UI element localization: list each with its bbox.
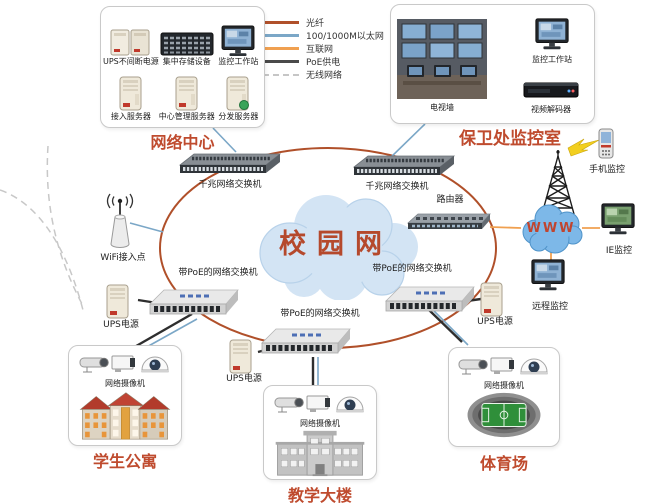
legend-row: 100/1000M以太网 [263, 29, 384, 42]
apartment-building-image [79, 391, 171, 440]
monitor-icon [531, 259, 565, 291]
camera-label: 网络摄像机 [105, 379, 145, 388]
campus-cloud-shape [259, 195, 418, 300]
stadium-title: 体育场 [479, 454, 528, 473]
teaching-building-panel: 网络摄像机 [263, 385, 377, 480]
server-tower-icon [175, 76, 198, 111]
poe-switch-icon [261, 328, 351, 354]
legend-line-sample [263, 34, 299, 37]
video-decoder-icon [523, 82, 579, 98]
legend-label: 无线网络 [306, 71, 343, 81]
monitor-icon [221, 25, 255, 57]
device-workstation: 监控工作站 [215, 12, 262, 67]
legend: 光纤 100/1000M以太网 互联网 PoE供电 无线网络 [263, 16, 384, 81]
camera-cluster-icon [274, 395, 364, 413]
camera-cluster-icon [458, 357, 548, 375]
campus-network-label: 校园网 [279, 229, 393, 260]
monitor-icon [535, 18, 569, 50]
network-center-title: 网络中心 [150, 133, 215, 152]
workstation-label: 监控工作站 [532, 55, 572, 64]
www-label: WWW [526, 221, 576, 236]
ie-monitor-label: IE监控 [605, 246, 633, 256]
legend-row: 无线网络 [263, 68, 384, 81]
device-storage: 集中存储设备 [159, 12, 215, 67]
school-building-image [275, 430, 365, 476]
camera-label: 网络摄像机 [300, 419, 340, 428]
legend-label: 光纤 [306, 19, 325, 29]
legend-line-sample [263, 73, 299, 76]
poe-switch-icon [149, 289, 239, 315]
ups-right-label: UPS电源 [477, 317, 513, 327]
device-label: 中心管理服务器 [158, 112, 215, 122]
legend-label: PoE供电 [306, 58, 341, 68]
ups-center-label: UPS电源 [226, 374, 262, 384]
legend-line-sample [263, 47, 299, 50]
network-center-panel: UPS不间断电源 集中存储设备 [100, 6, 265, 128]
cell-tower-icon [541, 150, 575, 215]
device-label: UPS不间断电源 [103, 57, 159, 67]
lightning-icon [567, 138, 600, 157]
www-cloud-shape [522, 204, 583, 254]
camera-label: 网络摄像机 [484, 381, 524, 390]
security-room-title: 保卫处监控室 [459, 129, 561, 149]
gigabit-switch-icon [352, 155, 456, 175]
device-access-server: 接入服务器 [103, 67, 159, 122]
gigabit-switch-right-label: 千兆网络交换机 [365, 182, 429, 192]
wireless-arcs [0, 145, 85, 315]
student-apartment-title: 学生公寓 [92, 452, 157, 471]
gigabit-switch-left-label: 千兆网络交换机 [198, 180, 262, 190]
tv-wall-image [397, 19, 487, 99]
router-label: 路由器 [436, 195, 464, 205]
decoder-label: 视频解码器 [531, 105, 571, 114]
storage-rack-icon [160, 32, 214, 56]
remote-monitor-label: 远程监控 [531, 302, 568, 312]
device-label: 集中存储设备 [162, 57, 211, 67]
security-room-panel: 电视墙 监控工作站 视频解码器 [390, 4, 595, 124]
server-tower-icon [226, 76, 250, 111]
legend-line-sample [263, 21, 299, 24]
teaching-building-title: 教学大楼 [287, 486, 352, 503]
tv-wall-label: 电视墙 [430, 103, 454, 112]
phone-monitor-label: 手机监控 [588, 165, 625, 175]
monitor-icon [601, 203, 635, 235]
stadium-panel: 网络摄像机 [448, 347, 560, 447]
legend-row: PoE供电 [263, 55, 384, 68]
camera-cluster-icon [79, 355, 169, 373]
wifi-ap-label: WiFi接入点 [100, 253, 146, 263]
device-mgmt-server: 中心管理服务器 [159, 67, 215, 122]
poe-switch-right-label: 带PoE的网络交换机 [372, 264, 452, 274]
legend-row: 光纤 [263, 16, 384, 29]
stadium-image [467, 392, 541, 437]
poe-switch-icon [385, 286, 475, 312]
router-icon [406, 213, 491, 229]
ups-pair-icon [110, 29, 150, 56]
student-apartment-panel: 网络摄像机 [68, 345, 182, 446]
legend-label: 互联网 [306, 45, 334, 55]
poe-switch-center-label: 带PoE的网络交换机 [280, 309, 360, 319]
legend-label: 100/1000M以太网 [306, 32, 384, 42]
wifi-ap-icon [106, 193, 134, 248]
ups-tower-icon [106, 284, 129, 319]
ups-tower-icon [480, 282, 503, 317]
server-tower-icon [119, 76, 142, 111]
ups-left-label: UPS电源 [103, 320, 139, 330]
device-label: 接入服务器 [110, 112, 151, 122]
legend-row: 互联网 [263, 42, 384, 55]
device-ups: UPS不间断电源 [103, 12, 159, 67]
device-label: 分发服务器 [218, 112, 259, 122]
device-label: 监控工作站 [218, 57, 259, 67]
legend-line-sample [263, 60, 299, 63]
ups-tower-icon [229, 339, 252, 374]
device-dist-server: 分发服务器 [215, 67, 262, 122]
gigabit-switch-icon [178, 153, 282, 173]
mobile-phone-icon [598, 128, 614, 159]
poe-switch-left-label: 带PoE的网络交换机 [178, 268, 258, 278]
